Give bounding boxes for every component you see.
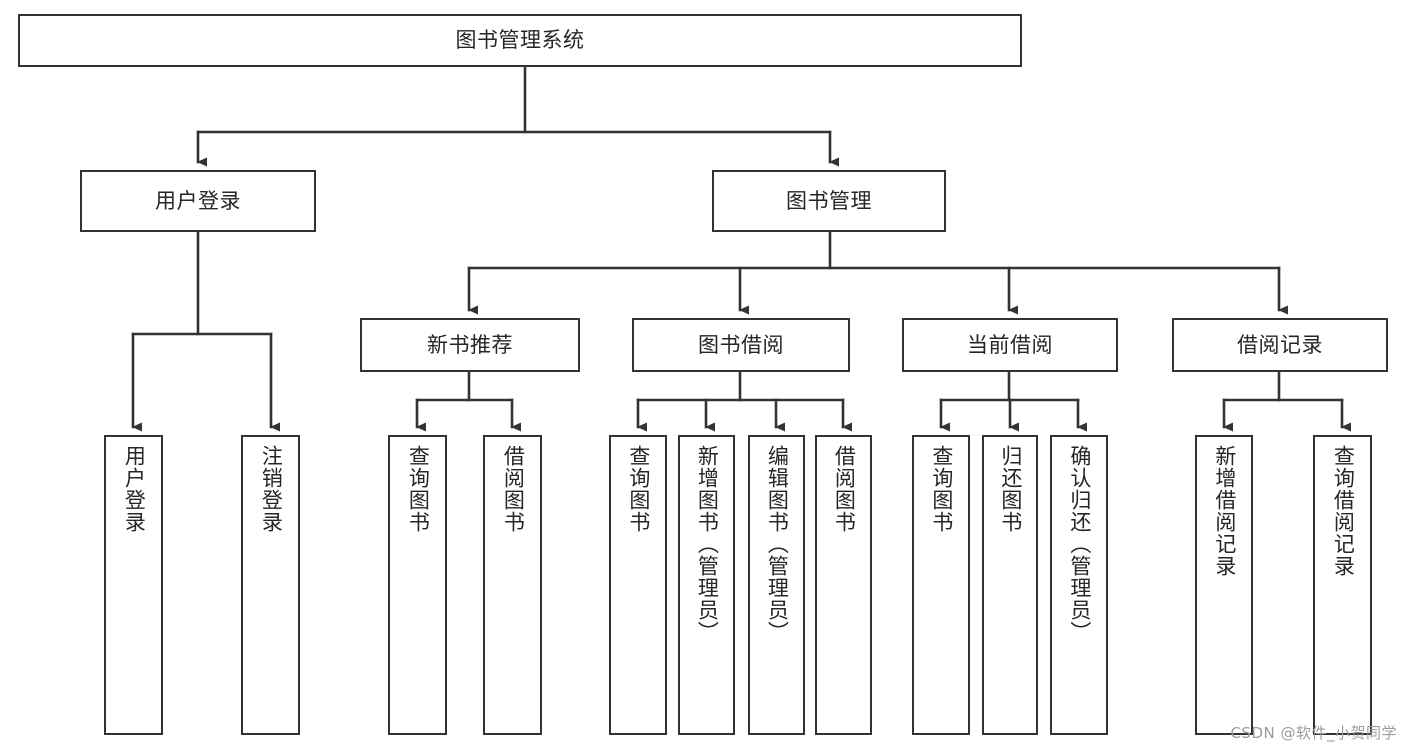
- node-leaf-label: 查询借阅记录: [1331, 445, 1356, 577]
- node-leaf-new-book-borrow[interactable]: 借阅图书: [483, 435, 542, 735]
- node-leaf-label: 查询图书: [406, 445, 431, 533]
- node-leaf-label: 新增图书（管理员）: [695, 445, 720, 643]
- node-book-borrow[interactable]: 图书借阅: [632, 318, 850, 372]
- node-leaf-borrow-record-query[interactable]: 查询借阅记录: [1313, 435, 1372, 735]
- node-root-label: 图书管理系统: [455, 28, 585, 53]
- node-root[interactable]: 图书管理系统: [18, 14, 1022, 67]
- node-leaf-book-borrow-edit[interactable]: 编辑图书（管理员）: [748, 435, 805, 735]
- node-leaf-label: 借阅图书: [832, 445, 857, 533]
- node-leaf-current-borrow-return[interactable]: 归还图书: [982, 435, 1038, 735]
- node-current-borrow[interactable]: 当前借阅: [902, 318, 1118, 372]
- node-book-borrow-label: 图书借阅: [698, 332, 784, 357]
- node-leaf-current-borrow-confirm[interactable]: 确认归还（管理员）: [1050, 435, 1108, 735]
- node-leaf-label: 用户登录: [122, 445, 147, 533]
- node-leaf-label: 编辑图书（管理员）: [765, 445, 790, 643]
- node-book-manage[interactable]: 图书管理: [712, 170, 946, 232]
- node-leaf-user-login-login[interactable]: 用户登录: [104, 435, 163, 735]
- node-leaf-label: 查询图书: [929, 445, 954, 533]
- watermark: CSDN @软件_小贺同学: [1230, 724, 1397, 742]
- node-leaf-book-borrow-add[interactable]: 新增图书（管理员）: [678, 435, 735, 735]
- node-leaf-user-login-logout[interactable]: 注销登录: [241, 435, 300, 735]
- node-leaf-new-book-query[interactable]: 查询图书: [388, 435, 447, 735]
- node-leaf-borrow-record-add[interactable]: 新增借阅记录: [1195, 435, 1253, 735]
- node-leaf-current-borrow-query[interactable]: 查询图书: [912, 435, 970, 735]
- node-borrow-record[interactable]: 借阅记录: [1172, 318, 1388, 372]
- node-user-login[interactable]: 用户登录: [80, 170, 316, 232]
- node-user-login-label: 用户登录: [155, 188, 241, 213]
- node-leaf-label: 确认归还（管理员）: [1067, 445, 1092, 643]
- node-leaf-label: 查询图书: [626, 445, 651, 533]
- node-new-book-recommend-label: 新书推荐: [427, 332, 513, 357]
- node-leaf-label: 新增借阅记录: [1212, 445, 1237, 577]
- node-borrow-record-label: 借阅记录: [1237, 332, 1323, 357]
- node-leaf-label: 归还图书: [998, 445, 1023, 533]
- node-book-manage-label: 图书管理: [786, 188, 872, 213]
- node-leaf-label: 注销登录: [259, 445, 284, 533]
- node-current-borrow-label: 当前借阅: [967, 332, 1053, 357]
- node-leaf-book-borrow-borrow[interactable]: 借阅图书: [815, 435, 872, 735]
- node-leaf-label: 借阅图书: [501, 445, 526, 533]
- node-leaf-book-borrow-query[interactable]: 查询图书: [609, 435, 667, 735]
- node-new-book-recommend[interactable]: 新书推荐: [360, 318, 580, 372]
